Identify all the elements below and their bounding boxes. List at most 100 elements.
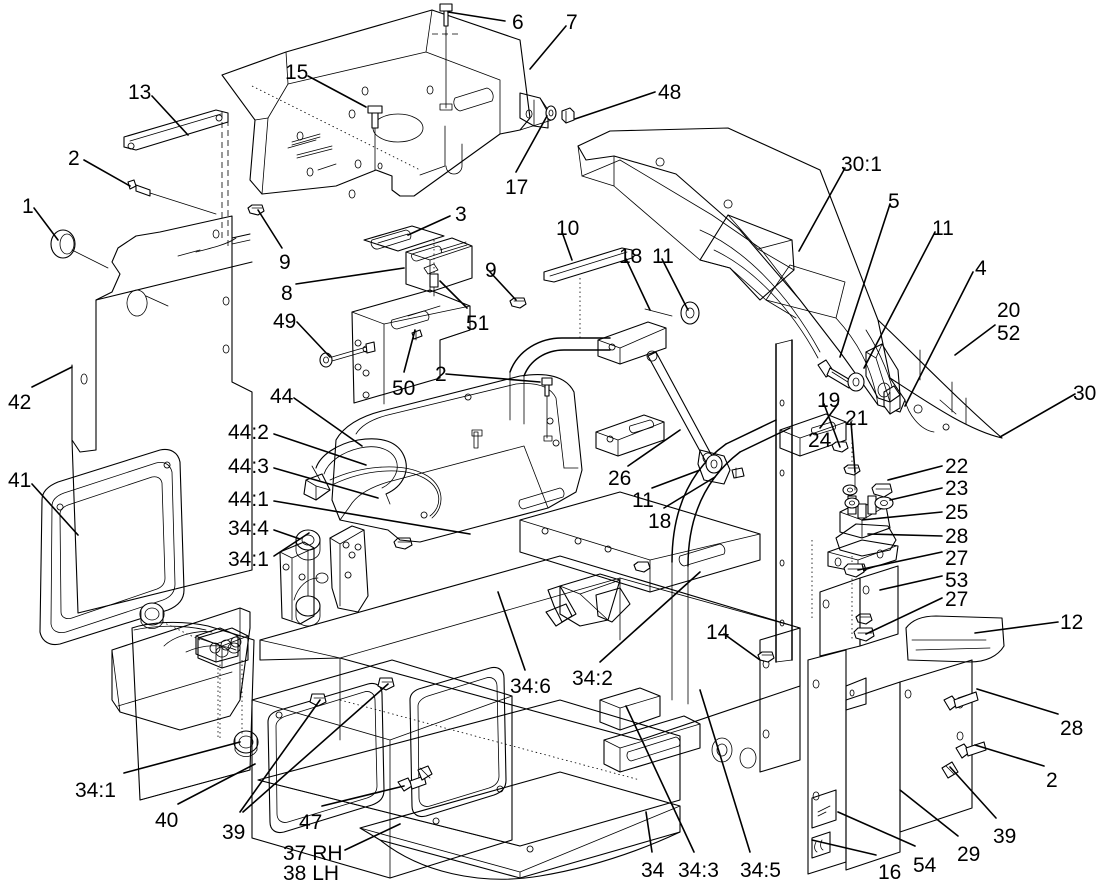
leader-line-c26	[627, 429, 681, 467]
callout-c12: 12	[1060, 611, 1084, 634]
leader-line-c20	[954, 324, 996, 356]
part-13-flat-bar	[123, 109, 229, 250]
part-9-nut-left	[247, 204, 265, 216]
leader-line-c1	[33, 207, 59, 241]
part-39-screws-door	[309, 677, 395, 707]
callout-c2b: 2	[435, 363, 447, 386]
callout-c10: 10	[556, 217, 580, 240]
leader-line-c11b	[661, 258, 689, 311]
leader-line-c44_1	[273, 500, 471, 535]
callout-c38lh: 38 LH	[283, 862, 340, 885]
callout-c34_3: 34:3	[678, 859, 719, 882]
part-2-bolt-upper-left	[127, 179, 217, 215]
callout-c28a: 28	[945, 525, 969, 548]
callout-c39a: 39	[222, 821, 246, 844]
leader-line-c34_5	[699, 689, 751, 853]
leader-line-c41	[31, 483, 79, 536]
callout-c11a: 11	[932, 217, 954, 240]
callout-c30: 30	[1073, 382, 1097, 405]
callout-c28b: 28	[1060, 717, 1084, 740]
callout-c23: 23	[945, 477, 969, 500]
leader-line-c24	[819, 403, 839, 429]
leader-line-c48	[574, 91, 656, 120]
part-7-top-deck-plate	[221, 9, 553, 199]
leader-line-c4	[904, 271, 974, 407]
leader-line-c9a	[257, 209, 283, 249]
leader-line-c27b	[865, 597, 943, 635]
leader-line-c6	[447, 11, 506, 22]
leader-lines	[31, 11, 1076, 856]
part-48-bolt	[545, 105, 575, 124]
chassis-frame	[257, 321, 873, 880]
callout-c41: 41	[8, 469, 32, 492]
part-6-screw	[439, 3, 453, 111]
part-10-flat-strip	[543, 247, 633, 340]
part-34-1-bushing-lower	[233, 730, 259, 758]
callout-c22: 22	[945, 455, 969, 478]
part-34-1-bushing-upper	[139, 602, 165, 630]
leader-line-c15	[307, 75, 367, 108]
part-28-bolt-right	[943, 691, 979, 711]
callout-c44_2: 44:2	[228, 421, 269, 444]
leader-line-c42	[31, 366, 73, 388]
leader-line-c3	[407, 215, 451, 236]
leader-line-c34_1b	[123, 741, 241, 774]
callout-c29: 29	[957, 843, 981, 866]
callout-c7: 7	[566, 11, 578, 34]
leader-line-c34	[645, 811, 653, 853]
leader-line-c37rh	[344, 823, 401, 851]
callout-c37rh: 37 RH	[283, 842, 343, 865]
leader-line-c39a2	[242, 683, 389, 813]
callout-c51: 51	[466, 312, 490, 335]
leader-line-c34_4	[273, 529, 301, 540]
callout-c49: 49	[273, 310, 297, 333]
callout-c5: 5	[888, 190, 900, 213]
leader-line-c14	[723, 633, 761, 661]
part-34-3-detail	[417, 687, 757, 781]
callout-c44: 44	[270, 385, 294, 408]
leader-line-c9b	[489, 271, 517, 301]
callout-c30_1: 30:1	[841, 153, 882, 176]
callout-c50: 50	[392, 377, 416, 400]
callout-c2c: 2	[1046, 769, 1058, 792]
callout-c40: 40	[155, 809, 179, 832]
leader-line-c12	[974, 621, 1059, 634]
leader-line-c54	[837, 811, 916, 847]
callout-c17: 17	[505, 176, 529, 199]
callout-c15: 15	[285, 61, 309, 84]
part-2-bolt-right	[955, 741, 987, 759]
callout-c13: 13	[128, 81, 152, 104]
leader-line-c44_2	[273, 433, 367, 466]
part-34-lever-tower	[279, 525, 369, 625]
callout-c11b: 11	[652, 245, 674, 268]
callout-c16: 16	[878, 861, 902, 884]
callout-c47: 47	[299, 811, 323, 834]
part-40-fender	[131, 621, 255, 801]
part-22-nut	[871, 483, 893, 498]
callout-c14: 14	[706, 621, 730, 644]
callout-c1: 1	[22, 195, 34, 218]
callout-c54: 54	[913, 854, 937, 877]
callout-c34_1b: 34:1	[75, 779, 116, 802]
leader-line-c34_2	[599, 571, 701, 663]
callout-c34_5: 34:5	[740, 859, 781, 882]
leader-line-c5	[839, 203, 891, 358]
callout-c4: 4	[975, 257, 987, 280]
leader-line-c19	[823, 403, 841, 448]
part-37-38-door	[251, 659, 513, 879]
part-15-screw	[367, 105, 383, 171]
part-3-label-plate	[363, 225, 445, 252]
leader-line-c7	[529, 25, 567, 70]
leader-line-c53	[879, 575, 943, 591]
leader-line-c21	[850, 421, 856, 473]
callout-c34_1a: 34:1	[228, 548, 269, 571]
callout-c6: 6	[512, 11, 524, 34]
leader-line-c13	[151, 95, 189, 136]
callout-c27b: 27	[945, 588, 969, 611]
callout-c18b: 18	[648, 510, 672, 533]
leader-line-c39a	[239, 699, 321, 813]
part-8-cover-box	[405, 237, 473, 293]
leader-line-c39b	[949, 766, 997, 819]
